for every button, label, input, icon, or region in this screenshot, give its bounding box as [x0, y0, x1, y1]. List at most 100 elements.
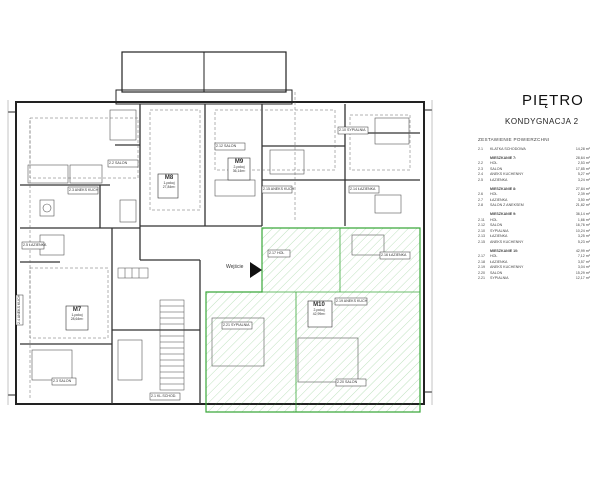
legend-code: 2.21	[478, 276, 485, 281]
legend-code: 2.13	[478, 234, 485, 239]
room-label: 2.21 SYPIALNIA	[223, 323, 250, 327]
legend-row: 2.11 HOL 1,66 m²	[478, 218, 590, 224]
room-label-boxes	[15, 126, 411, 401]
room-code: 2.2	[109, 161, 115, 165]
room-name: SALON	[59, 379, 72, 383]
legend-name: MIESZKANIE 7:	[490, 155, 517, 160]
page-title: PIĘTRO	[522, 92, 584, 109]
entrance-label: Wejście	[226, 264, 244, 270]
room-name: ŁAZIENKA	[389, 253, 407, 257]
staircase	[117, 267, 185, 391]
legend-value: 27,84 m²	[575, 186, 590, 191]
apartment-tag-line1: 1-pokoj	[71, 312, 83, 317]
legend-value: 16,76 m²	[575, 223, 590, 228]
legend-value: 1,66 m²	[577, 217, 590, 222]
legend-name: ŁAZIENKA	[490, 177, 508, 182]
legend-code: 2.7	[478, 197, 483, 202]
room-name: ŁAZIENKA	[29, 243, 47, 247]
legend-name: SALON	[490, 223, 503, 228]
room-label: 2.2 SALON	[109, 161, 127, 165]
entrance-arrow-icon	[250, 262, 262, 278]
legend-value: 3,50 m²	[577, 197, 590, 202]
room-code: 2.10	[339, 128, 347, 132]
apartment-tag-id: M7	[72, 307, 82, 313]
room-code: 2.5	[23, 243, 29, 247]
legend-code: 2.12	[478, 223, 485, 228]
legend-value: 2,39 m²	[577, 192, 590, 197]
legend-value: 3,25 m²	[577, 234, 590, 239]
legend-name: ANEKS KUCHENNY	[490, 265, 524, 270]
legend-value: 28,64 m²	[575, 155, 590, 160]
room-name: ŁAZIENKA	[358, 187, 376, 191]
legend-code: 2.8	[478, 203, 483, 208]
legend-value: 15,29 m²	[575, 270, 590, 275]
room-label: 2.5 ŁAZIENKA	[23, 243, 46, 247]
room-label: 2.3 SALON	[53, 379, 71, 383]
room-label: 2.4 ANEKS KUCH	[17, 295, 21, 324]
legend-value: 2,53 m²	[577, 161, 590, 166]
area-legend: 2.1 KLATKA SCHODOWA 14,28 m² MIESZKANIE 7: 2…	[478, 147, 590, 282]
legend-value: 3,57 m²	[577, 259, 590, 264]
dashed-lines	[29, 92, 411, 400]
room-label: 2.3 ANEKS KUCH	[69, 188, 98, 192]
legend-code: 2.17	[478, 254, 485, 259]
room-label: 2.19 ANEKS KUCH	[336, 299, 367, 303]
legend-value: 17,85 m²	[575, 166, 590, 171]
legend-code: 2.4	[478, 172, 483, 177]
legend-row: MIESZKANIE 10:42,99 m²	[478, 249, 590, 255]
legend-code: 2.11	[478, 217, 485, 222]
legend-value: 14,28 m²	[575, 147, 590, 151]
legend-name: MIESZKANIE 8:	[490, 186, 517, 191]
legend-name: ANEKS KUCHENNY	[490, 172, 524, 177]
legend-row: MIESZKANIE 9: 36,14 m²	[478, 212, 590, 218]
room-code: 2.21	[223, 323, 231, 327]
legend-value: 36,14 m²	[575, 211, 590, 216]
legend-header: ZESTAWIENIE POWIERZCHNI	[478, 137, 550, 142]
apartment-tag-line1: 2-pokoj	[313, 307, 325, 312]
legend-name: ŁAZIENKA	[490, 197, 508, 202]
legend-name: HOL	[490, 161, 498, 166]
room-name: ANEKS KUCH	[74, 188, 99, 192]
legend-row: 2.1 KLATKA SCHODOWA 14,28 m²	[478, 147, 590, 153]
legend-code: 2.6	[478, 192, 483, 197]
apartment-tag-boxes	[65, 157, 333, 331]
legend-code: 2.1	[478, 147, 483, 151]
room-code: 2.1	[151, 394, 157, 398]
legend-code: 2.3	[478, 166, 483, 171]
legend-name: MIESZKANIE 9:	[490, 211, 517, 216]
legend-name: HOL	[490, 217, 498, 222]
apartment-tag-line2: 36,14m²	[232, 168, 246, 173]
legend-name: SYPIALNIA	[490, 276, 509, 281]
room-code: 2.12	[216, 144, 224, 148]
room-label: 2.12 SALON	[216, 144, 236, 148]
room-code: 2.3	[53, 379, 59, 383]
legend-code: 2.18	[478, 259, 485, 264]
room-label: 2.17 HOL	[269, 251, 284, 255]
page-subtitle: KONDYGNACJA 2	[505, 117, 579, 126]
apartment-tag-id: M9	[234, 159, 244, 165]
legend-value: 12,17 m²	[575, 276, 590, 281]
legend-code: 2.19	[478, 265, 485, 270]
legend-name: SYPIALNIA	[490, 228, 509, 233]
legend-code: 2.2	[478, 161, 483, 166]
room-code: 2.17	[269, 251, 277, 255]
room-name: SYPIALNIA	[231, 323, 250, 327]
legend-name: HOL	[490, 254, 498, 259]
legend-value: 5,23 m²	[577, 239, 590, 244]
legend-name: KLATKA SCHODOWA	[490, 147, 526, 151]
room-name: SALON	[224, 144, 237, 148]
apartment-tag-id: M10	[313, 302, 325, 308]
legend-row: MIESZKANIE 8: 27,84 m²	[478, 187, 590, 193]
room-label: 2.20 SALON	[337, 380, 357, 384]
legend-name: SALON Z ANEKSEM	[490, 203, 524, 208]
room-code: 2.20	[337, 380, 345, 384]
